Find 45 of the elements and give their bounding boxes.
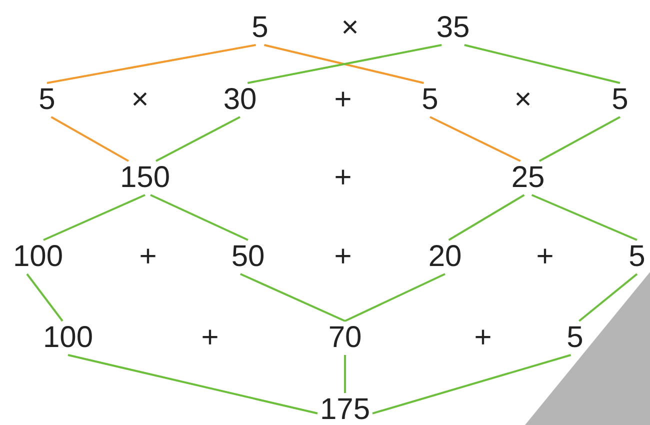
number: 5 xyxy=(420,83,440,117)
connector-line xyxy=(50,116,129,162)
operator: + xyxy=(333,240,353,274)
operator: + xyxy=(535,240,555,274)
connector-line xyxy=(344,273,446,322)
number: 35 xyxy=(434,11,472,45)
number: 100 xyxy=(40,321,96,355)
number: 5 xyxy=(626,240,648,274)
operator: + xyxy=(473,321,493,355)
number: 175 xyxy=(318,393,372,425)
connector-line xyxy=(26,273,64,322)
connector-line xyxy=(68,354,318,414)
connector-line xyxy=(150,194,248,241)
number: 70 xyxy=(326,321,364,355)
number: 150 xyxy=(118,161,172,195)
connector-line xyxy=(240,273,346,322)
connector-line xyxy=(538,116,620,162)
connector-line xyxy=(464,44,620,84)
connector-line xyxy=(448,194,525,241)
connector-line xyxy=(578,273,638,322)
operator: + xyxy=(138,240,158,274)
operator: + xyxy=(333,161,353,195)
number: 100 xyxy=(10,240,66,274)
connector-line xyxy=(344,355,346,393)
number: 5 xyxy=(250,11,270,45)
connector-line xyxy=(156,116,240,162)
number: 50 xyxy=(229,240,267,274)
connector-line xyxy=(43,194,146,241)
connector-line xyxy=(46,44,256,84)
operator: × xyxy=(340,11,360,45)
connector-line xyxy=(247,44,442,84)
connector-line xyxy=(531,194,638,241)
number: 5 xyxy=(564,321,586,355)
number: 25 xyxy=(509,161,547,195)
number: 5 xyxy=(36,83,58,117)
connector-line xyxy=(372,354,572,414)
operator: + xyxy=(333,83,353,117)
connector-line xyxy=(264,44,424,84)
connector-line xyxy=(430,116,521,162)
operator: + xyxy=(200,321,220,355)
operator: × xyxy=(513,83,533,117)
number: 20 xyxy=(426,240,464,274)
operator: × xyxy=(130,83,150,117)
number: 30 xyxy=(221,83,259,117)
number: 5 xyxy=(610,83,630,117)
